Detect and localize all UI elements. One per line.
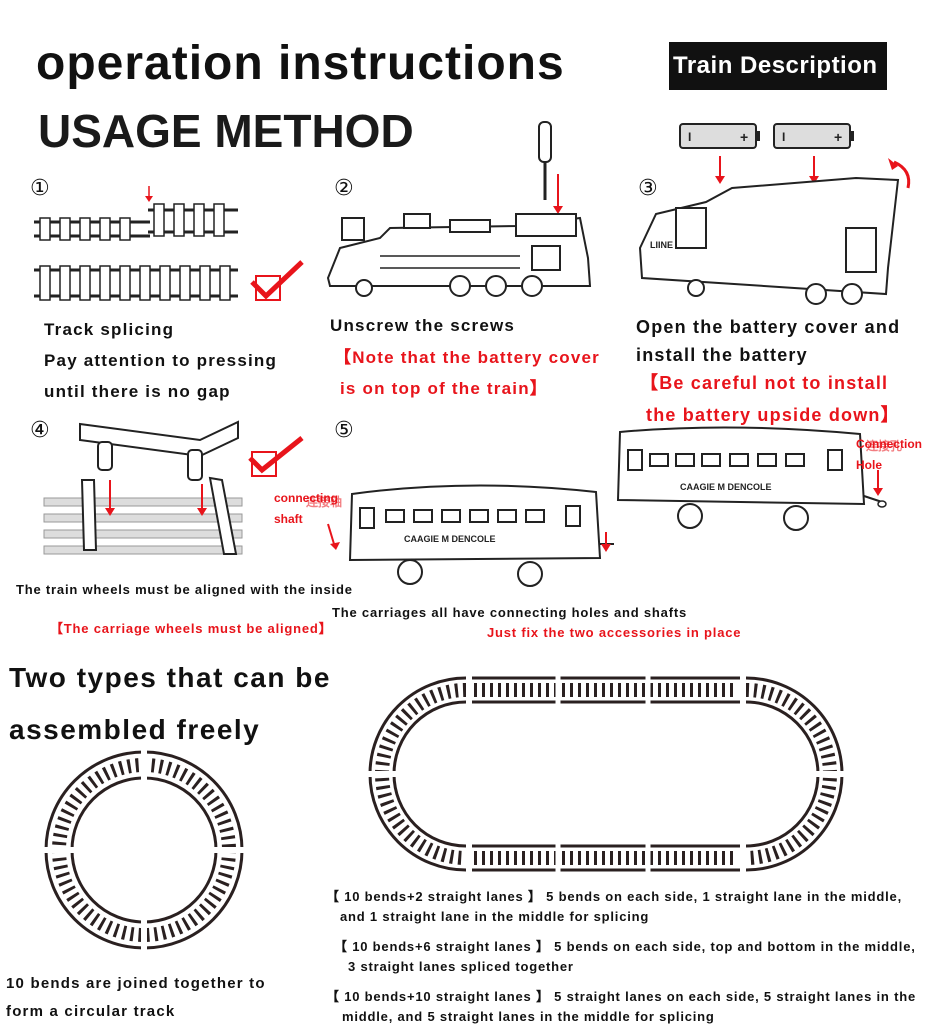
train-description-badge: Train Description — [669, 42, 887, 90]
svg-text:I: I — [688, 130, 691, 144]
battery-icon: I + — [773, 123, 854, 149]
arrow-down-icon — [145, 186, 153, 202]
step-4-line-1: The train wheels must be aligned with th… — [16, 582, 353, 597]
step-3-line-1: Open the battery cover and — [636, 317, 901, 337]
assembly-title-1: Two types that can be — [9, 662, 331, 693]
step-3-number: ③ — [638, 176, 658, 201]
svg-text:I: I — [782, 130, 785, 144]
carriage-text-2: CAAGIE M DENCOLE — [404, 534, 496, 544]
circle-caption-2: form a circular track — [6, 1003, 176, 1020]
locomotive-screw-illustration — [326, 121, 592, 297]
step-4-note-1: 【The carriage wheels must be aligned】 — [50, 621, 333, 636]
option-1-line-1: 【 10 bends+2 straight lanes 】 5 bends on… — [326, 889, 902, 904]
option-3-line-1: 【 10 bends+10 straight lanes 】 5 straigh… — [326, 989, 916, 1004]
step-2-note-2: is on top of the train】 — [340, 379, 548, 398]
step-1-line-1: Track splicing — [44, 320, 175, 339]
step-3-note-2: the battery upside down】 — [646, 405, 900, 425]
step-3-line-2: install the battery — [636, 345, 808, 365]
oval-track-diagram — [366, 672, 852, 876]
step-2-line-1: Unscrew the screws — [330, 316, 516, 335]
option-1-line-2: and 1 straight lane in the middle for sp… — [340, 909, 650, 924]
carriage-connection-illustration: CAAGIE M DENCOLE CAAGIE M DENCOLE — [327, 426, 887, 587]
checkmark-icon — [250, 260, 304, 301]
shaft-label-cn: 连接轴 — [306, 495, 343, 509]
track-splicing-illustration — [34, 186, 304, 301]
battery-install-illustration: I + I + LIINE — [638, 123, 911, 305]
option-2-line-2: 3 straight lanes spliced together — [348, 959, 574, 974]
hole-label-1: Connection — [856, 437, 922, 451]
step-1-line-3: until there is no gap — [44, 382, 231, 401]
step-2-number: ② — [334, 176, 354, 201]
svg-text:+: + — [834, 129, 842, 145]
step-5-number: ⑤ — [334, 418, 354, 443]
train-logo-text: LIINE — [650, 240, 673, 250]
shaft-label-2: shaft — [274, 512, 303, 526]
step-3-note-1: 【Be careful not to install — [640, 373, 889, 393]
screwdriver-icon — [538, 121, 552, 200]
wheel-alignment-illustration — [43, 420, 304, 555]
hole-label-cn: 连接孔 — [866, 439, 903, 453]
page-subtitle: USAGE METHOD — [38, 105, 414, 157]
hole-label-2: Hole — [856, 458, 883, 472]
option-3-line-2: middle, and 5 straight lanes in the midd… — [342, 1009, 715, 1024]
shaft-label-1: connecting — [274, 491, 339, 505]
step-1-line-2: Pay attention to pressing — [44, 351, 278, 370]
step-5-note-1: Just fix the two accessories in place — [487, 625, 742, 640]
svg-text:+: + — [740, 129, 748, 145]
option-2-line-1: 【 10 bends+6 straight lanes 】 5 bends on… — [334, 939, 916, 954]
circle-caption-1: 10 bends are joined together to — [6, 975, 266, 992]
circular-track-diagram — [44, 748, 246, 952]
checkmark-icon — [248, 436, 304, 477]
step-5-line-1: The carriages all have connecting holes … — [332, 605, 687, 620]
step-1-number: ① — [30, 176, 50, 201]
rotate-arrow-icon — [893, 160, 911, 189]
assembly-title-2: assembled freely — [9, 714, 261, 745]
carriage-text-1: CAAGIE M DENCOLE — [680, 482, 772, 492]
step-2-note-1: 【Note that the battery cover — [334, 348, 600, 367]
page-title: operation instructions — [36, 37, 565, 90]
battery-icon: I + — [679, 123, 760, 149]
step-4-number: ④ — [30, 418, 50, 443]
